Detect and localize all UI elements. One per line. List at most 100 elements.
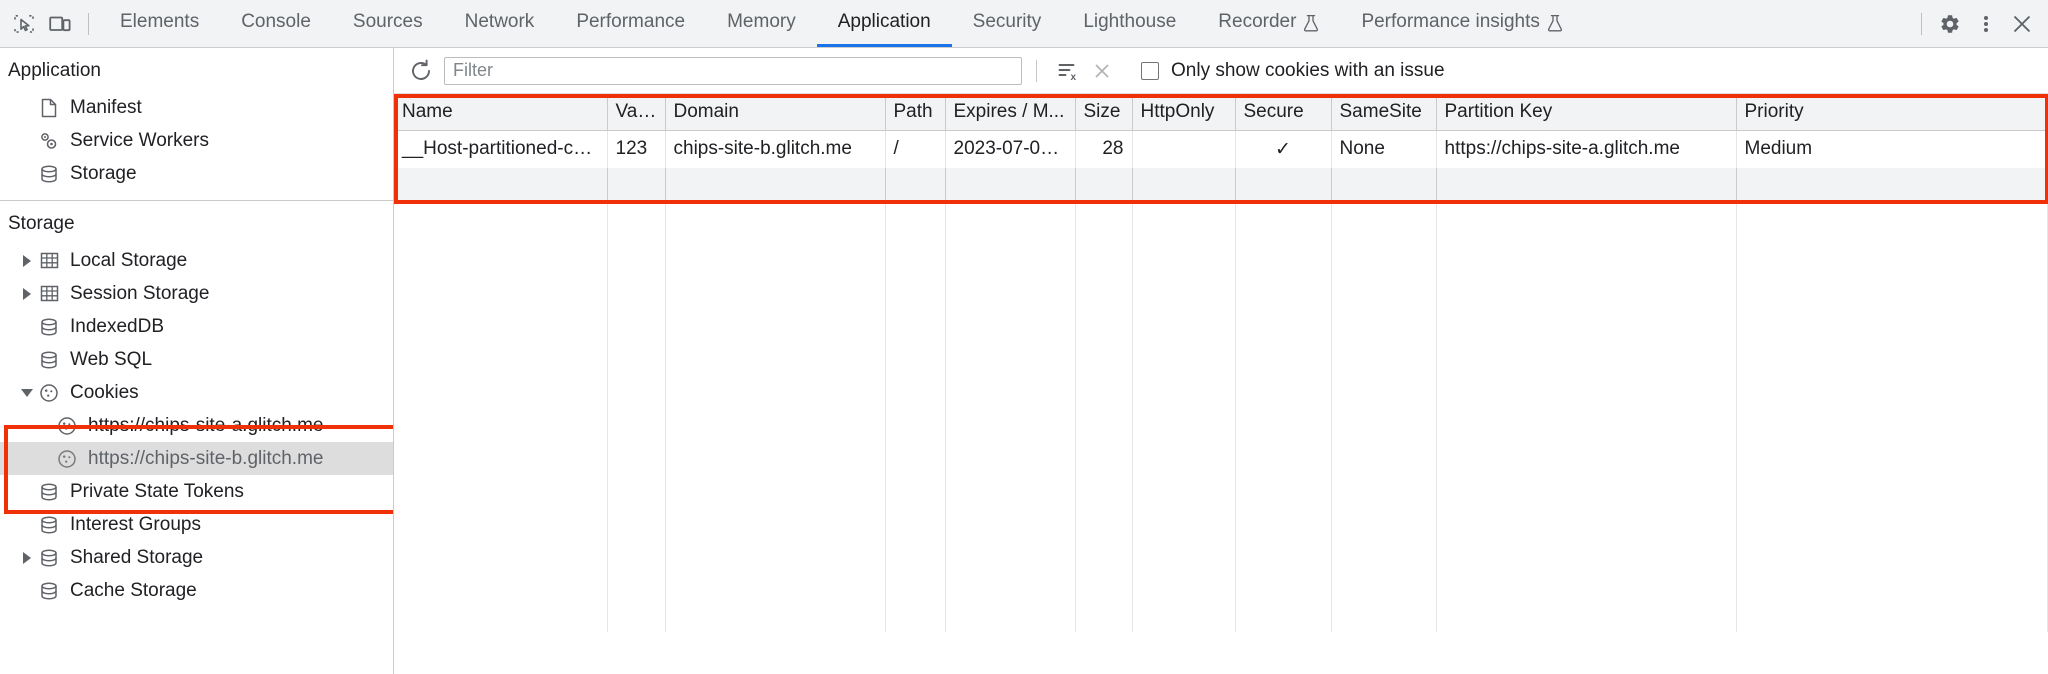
- tab-lighthouse[interactable]: Lighthouse: [1062, 0, 1197, 47]
- empty-cell: [1132, 374, 1236, 460]
- close-icon[interactable]: [2004, 7, 2040, 41]
- service-workers-gears-icon: [38, 130, 60, 152]
- cell-priority[interactable]: Medium: [1736, 130, 2048, 168]
- disclosure-triangle[interactable]: [18, 549, 36, 567]
- tab-recorder[interactable]: Recorder: [1197, 0, 1340, 47]
- filler-cell: [1436, 168, 1737, 202]
- tab-performance[interactable]: Performance: [555, 0, 706, 47]
- sidebar-item-local-storage[interactable]: Local Storage: [0, 244, 393, 277]
- filler-cell: [945, 168, 1076, 202]
- cell-httponly[interactable]: [1132, 130, 1236, 168]
- sidebar-item-cache-storage[interactable]: Cache Storage: [0, 574, 393, 607]
- database-icon: [38, 547, 60, 569]
- cell-size[interactable]: 28: [1075, 130, 1133, 168]
- sidebar-item-label: Shared Storage: [70, 547, 204, 568]
- empty-cell: [1736, 374, 2048, 460]
- sidebar-item-label: IndexedDB: [70, 316, 165, 337]
- column-header-partition-key[interactable]: Partition Key: [1436, 94, 1737, 131]
- empty-cell: [945, 374, 1076, 460]
- tab-elements[interactable]: Elements: [99, 0, 220, 47]
- disclosure-triangle[interactable]: [18, 252, 36, 270]
- empty-cell: [1075, 546, 1133, 632]
- disclosure-triangle[interactable]: [18, 384, 36, 402]
- device-toolbar-icon[interactable]: [42, 7, 78, 41]
- sidebar-item-label: Interest Groups: [70, 514, 201, 535]
- filter-divider: [1036, 59, 1037, 82]
- datagrid-header-row: Name Value Domain Path Expires / M... Si…: [394, 94, 2048, 131]
- filler-cell: [665, 168, 886, 202]
- datagrid-empty-row: [394, 374, 2048, 460]
- sidebar-item-cookies[interactable]: Cookies: [0, 376, 393, 409]
- sidebar-item-cookies-chips-site-b[interactable]: https://chips-site-b.glitch.me: [0, 442, 393, 475]
- empty-cell: [1075, 288, 1133, 374]
- sidebar-item-cookies-chips-site-a[interactable]: https://chips-site-a.glitch.me: [0, 409, 393, 442]
- filter-input[interactable]: [444, 56, 1022, 85]
- column-header-httponly[interactable]: HttpOnly: [1132, 94, 1236, 131]
- column-header-secure[interactable]: Secure: [1235, 94, 1332, 131]
- table-row[interactable]: __Host-partitioned-cookie 123 chips-site…: [394, 130, 2048, 168]
- sidebar-item-service-workers[interactable]: Service Workers: [0, 124, 393, 157]
- refresh-icon[interactable]: [404, 54, 438, 88]
- filler-cell: [1331, 168, 1437, 202]
- tab-security[interactable]: Security: [952, 0, 1063, 47]
- inspect-cursor-icon[interactable]: [6, 7, 42, 41]
- only-show-issues-checkbox-row[interactable]: Only show cookies with an issue: [1141, 60, 1445, 82]
- tab-security-label: Security: [972, 11, 1042, 32]
- sidebar-item-label: Service Workers: [70, 130, 210, 151]
- cell-value[interactable]: 123: [607, 130, 666, 168]
- filler-cell: [394, 168, 608, 202]
- sidebar-item-web-sql[interactable]: Web SQL: [0, 343, 393, 376]
- tab-network[interactable]: Network: [444, 0, 556, 47]
- sidebar-item-interest-groups[interactable]: Interest Groups: [0, 508, 393, 541]
- clear-x-icon[interactable]: [1085, 55, 1119, 87]
- column-header-samesite[interactable]: SameSite: [1331, 94, 1437, 131]
- only-show-issues-checkbox[interactable]: [1141, 61, 1159, 80]
- tab-memory[interactable]: Memory: [706, 0, 817, 47]
- application-sidebar: Application Manifest Servic: [0, 48, 394, 674]
- tab-application[interactable]: Application: [816, 0, 952, 47]
- kebab-menu-icon[interactable]: [1968, 7, 2004, 41]
- datagrid-empty-row: [394, 460, 2048, 546]
- sidebar-item-manifest[interactable]: Manifest: [0, 91, 393, 124]
- cell-path[interactable]: /: [885, 130, 946, 168]
- tab-console[interactable]: Console: [220, 0, 332, 47]
- sidebar-item-storage[interactable]: Storage: [0, 157, 393, 190]
- tab-performance-insights[interactable]: Performance insights: [1340, 0, 1583, 47]
- cell-name[interactable]: __Host-partitioned-cookie: [394, 130, 608, 168]
- cell-samesite[interactable]: None: [1331, 130, 1437, 168]
- database-icon: [38, 514, 60, 536]
- sidebar-item-shared-storage[interactable]: Shared Storage: [0, 541, 393, 574]
- column-header-name[interactable]: Name: [394, 94, 608, 131]
- column-header-value[interactable]: Value: [607, 94, 666, 131]
- empty-cell: [1331, 546, 1437, 632]
- column-header-expires[interactable]: Expires / M...: [945, 94, 1076, 131]
- database-icon: [38, 349, 60, 371]
- empty-cell: [665, 374, 886, 460]
- sidebar-section-application-title: Application: [8, 60, 101, 81]
- empty-cell: [1235, 460, 1332, 546]
- clear-list-icon[interactable]: x: [1051, 55, 1085, 87]
- column-header-priority[interactable]: Priority: [1736, 94, 2048, 131]
- cell-domain[interactable]: chips-site-b.glitch.me: [665, 130, 886, 168]
- tab-sources[interactable]: Sources: [332, 0, 444, 47]
- cell-partition-key[interactable]: https://chips-site-a.glitch.me: [1436, 130, 1737, 168]
- cell-expires[interactable]: 2023-07-07…: [945, 130, 1076, 168]
- gear-icon[interactable]: [1932, 7, 1968, 41]
- column-header-size[interactable]: Size: [1075, 94, 1133, 131]
- column-header-domain[interactable]: Domain: [665, 94, 886, 131]
- empty-cell: [1075, 202, 1133, 288]
- empty-cell: [1132, 202, 1236, 288]
- cell-secure[interactable]: ✓: [1235, 130, 1332, 168]
- sidebar-item-label: Session Storage: [70, 283, 210, 304]
- sidebar-item-label: Local Storage: [70, 250, 188, 271]
- tab-performance-insights-label: Performance insights: [1361, 11, 1540, 32]
- table-grid-icon: [38, 283, 60, 305]
- tab-recorder-label: Recorder: [1218, 11, 1297, 32]
- sidebar-item-indexeddb[interactable]: IndexedDB: [0, 310, 393, 343]
- sidebar-item-private-state-tokens[interactable]: Private State Tokens: [0, 475, 393, 508]
- sidebar-item-session-storage[interactable]: Session Storage: [0, 277, 393, 310]
- disclosure-triangle[interactable]: [18, 285, 36, 303]
- manifest-document-icon: [38, 97, 60, 119]
- column-header-path[interactable]: Path: [885, 94, 946, 131]
- cookies-datagrid-wrapper: Name Value Domain Path Expires / M... Si…: [394, 94, 2048, 674]
